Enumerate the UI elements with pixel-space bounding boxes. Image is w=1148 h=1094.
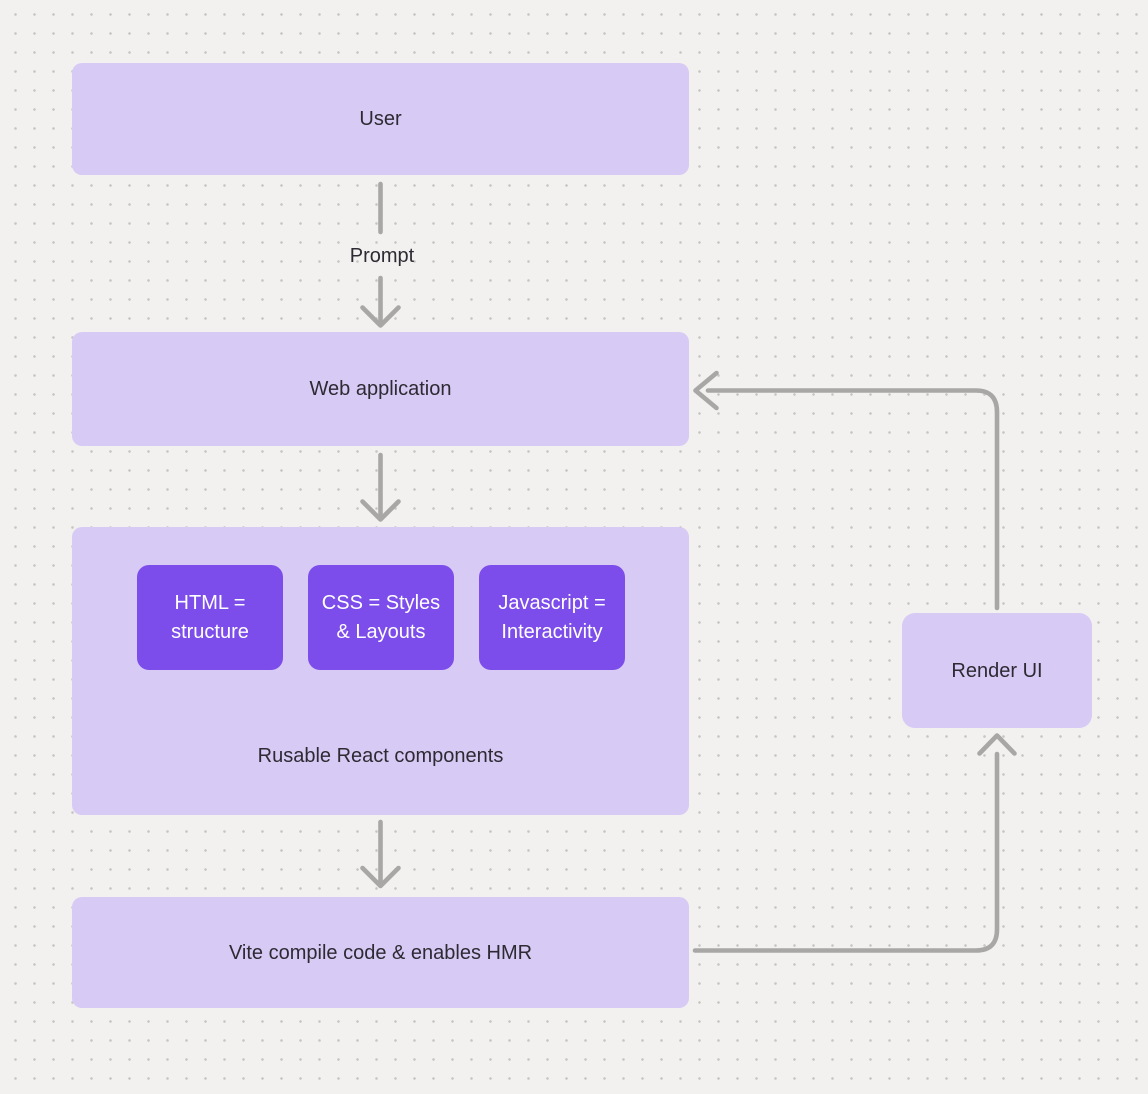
connector-user-to-webapp[interactable] — [360, 181, 401, 328]
edge-label-prompt: Prompt — [349, 245, 415, 267]
node-javascript-label-line1: Javascript = — [498, 591, 606, 614]
node-css-label-line2: & Layouts — [336, 620, 426, 643]
node-web-application-label: Web application — [309, 378, 452, 400]
node-vite[interactable]: Vite compile code & enables HMR — [72, 897, 689, 1008]
node-css-label-line1: CSS = Styles — [321, 591, 441, 614]
arrowhead-down-icon — [360, 305, 401, 328]
components-row: HTML = structure CSS = Styles & Layouts … — [137, 565, 625, 670]
arrowhead-left-icon — [693, 370, 719, 411]
node-user-label: User — [359, 108, 402, 130]
node-html-label-line1: HTML = — [174, 591, 246, 614]
connector-webapp-to-components[interactable] — [360, 452, 401, 522]
components-group-caption: Rusable React components — [257, 745, 504, 767]
node-javascript-label-line2: Interactivity — [501, 620, 603, 643]
connector-renderui-to-webapp[interactable] — [693, 370, 1000, 611]
node-user[interactable]: User — [72, 63, 689, 175]
node-render-ui[interactable]: Render UI — [902, 613, 1092, 728]
node-html-label-line2: structure — [171, 620, 249, 643]
arrowhead-down-icon — [360, 499, 401, 522]
node-javascript[interactable]: Javascript = Interactivity — [479, 565, 625, 670]
node-render-ui-label: Render UI — [951, 659, 1043, 682]
connector-components-to-vite[interactable] — [360, 819, 401, 889]
arrowhead-down-icon — [360, 865, 401, 889]
connector-vite-to-renderui[interactable] — [692, 733, 1017, 953]
node-vite-label: Vite compile code & enables HMR — [228, 941, 533, 964]
node-components-group[interactable]: HTML = structure CSS = Styles & Layouts … — [72, 527, 689, 815]
node-web-application[interactable]: Web application — [72, 332, 689, 446]
node-html[interactable]: HTML = structure — [137, 565, 283, 670]
node-css[interactable]: CSS = Styles & Layouts — [308, 565, 454, 670]
arrowhead-up-icon — [977, 733, 1017, 756]
